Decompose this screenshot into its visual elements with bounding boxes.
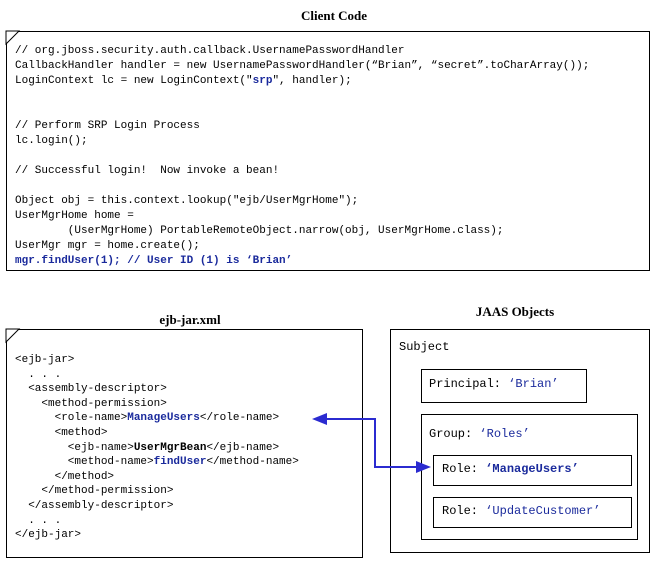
code-line-6: // Successful login! Now invoke a bean! (15, 165, 280, 177)
code-line-8: UserMgrHome home = (15, 210, 134, 222)
xml-line-13: </ejb-jar> (15, 529, 82, 542)
arrowhead-left-icon (312, 413, 327, 425)
code-line-3-end: ", handler); (272, 75, 352, 87)
xml-line-1: <ejb-jar> (15, 354, 75, 366)
principal-box (421, 369, 587, 403)
role-updatecustomer-value: ‘UpdateCustomer’ (485, 504, 601, 518)
role-updatecustomer-label: Role: (442, 504, 486, 518)
xml-method-name-close: </method-name> (206, 456, 299, 469)
role-manageusers-value: ‘ManageUsers’ (485, 462, 579, 476)
xml-line-5: <role-name>ManageUsers</role-name> (15, 412, 279, 424)
ejb-jar-box (6, 329, 363, 558)
xml-line-4: <method-permission> (15, 397, 167, 410)
group-value: ‘Roles’ (479, 427, 530, 441)
xml-ejb-name-close: </ejb-name> (206, 441, 280, 454)
role-manageusers-label: Role: (442, 462, 486, 476)
xml-role-name-close: </role-name> (199, 412, 280, 425)
xml-ejb-name-value: UserMgrBean (133, 441, 207, 454)
code-line-1: // org.jboss.security.auth.callback.User… (15, 45, 405, 57)
code-line-11: mgr.findUser(1); // User ID (1) is ‘Bria… (15, 255, 293, 267)
group-text: Group: ‘Roles’ (429, 427, 530, 441)
xml-ejb-name-open: <ejb-name> (15, 441, 134, 454)
xml-line-6: <method> (15, 426, 108, 439)
xml-method-name-open: <method-name> (15, 456, 154, 469)
xml-line-10: </method-permission> (15, 485, 174, 498)
ejb-jar-title: ejb-jar.xml (159, 312, 221, 327)
role-manageusers-box (433, 455, 632, 486)
group-label: Group: (429, 427, 480, 441)
ejb-jar-listing: <ejb-jar> . . . <assembly-descriptor> <m… (15, 353, 299, 543)
code-line-7: Object obj = this.context.lookup("ejb/Us… (15, 195, 359, 207)
role-updatecustomer-text: Role: ‘UpdateCustomer’ (442, 504, 600, 518)
principal-text: Principal: ‘Brian’ (429, 377, 559, 391)
code-line-2: CallbackHandler handler = new UsernamePa… (15, 60, 590, 72)
client-code-corner (5, 30, 21, 46)
xml-line-7: <ejb-name>UserMgrBean</ejb-name> (15, 442, 279, 454)
code-line-5: lc.login(); (15, 135, 88, 147)
xml-line-3: <assembly-descriptor> (15, 383, 167, 396)
connector-line (326, 418, 416, 468)
xml-line-2: . . . (15, 368, 62, 381)
client-code-box (6, 31, 650, 271)
subject-label: Subject (399, 340, 450, 354)
code-line-3-srp: srp (252, 75, 273, 87)
role-manageusers-text: Role: ‘ManageUsers’ (442, 462, 579, 476)
code-line-9: (UserMgrHome) PortableRemoteObject.narro… (15, 225, 504, 237)
xml-line-9: </method> (15, 470, 115, 483)
arrowhead-right-icon (416, 461, 431, 473)
xml-role-name-open: <role-name> (15, 412, 128, 425)
code-line-10: UserMgr mgr = home.create(); (15, 240, 200, 252)
xml-role-name-value: ManageUsers (127, 412, 200, 425)
ejb-jar-corner-fold (5, 328, 21, 344)
client-code-title: Client Code (300, 8, 368, 23)
role-updatecustomer-box (433, 497, 632, 528)
xml-line-8: <method-name>findUser</method-name> (15, 456, 299, 468)
principal-value: ‘Brian’ (508, 377, 559, 391)
code-line-4: // Perform SRP Login Process (15, 120, 200, 132)
xml-line-12: . . . (15, 514, 62, 527)
xml-line-11: </assembly-descriptor> (15, 499, 174, 512)
principal-label: Principal: (429, 377, 509, 391)
jaas-title: JAAS Objects (475, 304, 555, 319)
code-line-3: LoginContext lc = new LoginContext("srp"… (15, 75, 352, 87)
xml-method-name-value: findUser (153, 456, 207, 469)
client-code-listing: // org.jboss.security.auth.callback.User… (15, 44, 589, 269)
code-line-3-start: LoginContext lc = new LoginContext(" (15, 75, 253, 87)
